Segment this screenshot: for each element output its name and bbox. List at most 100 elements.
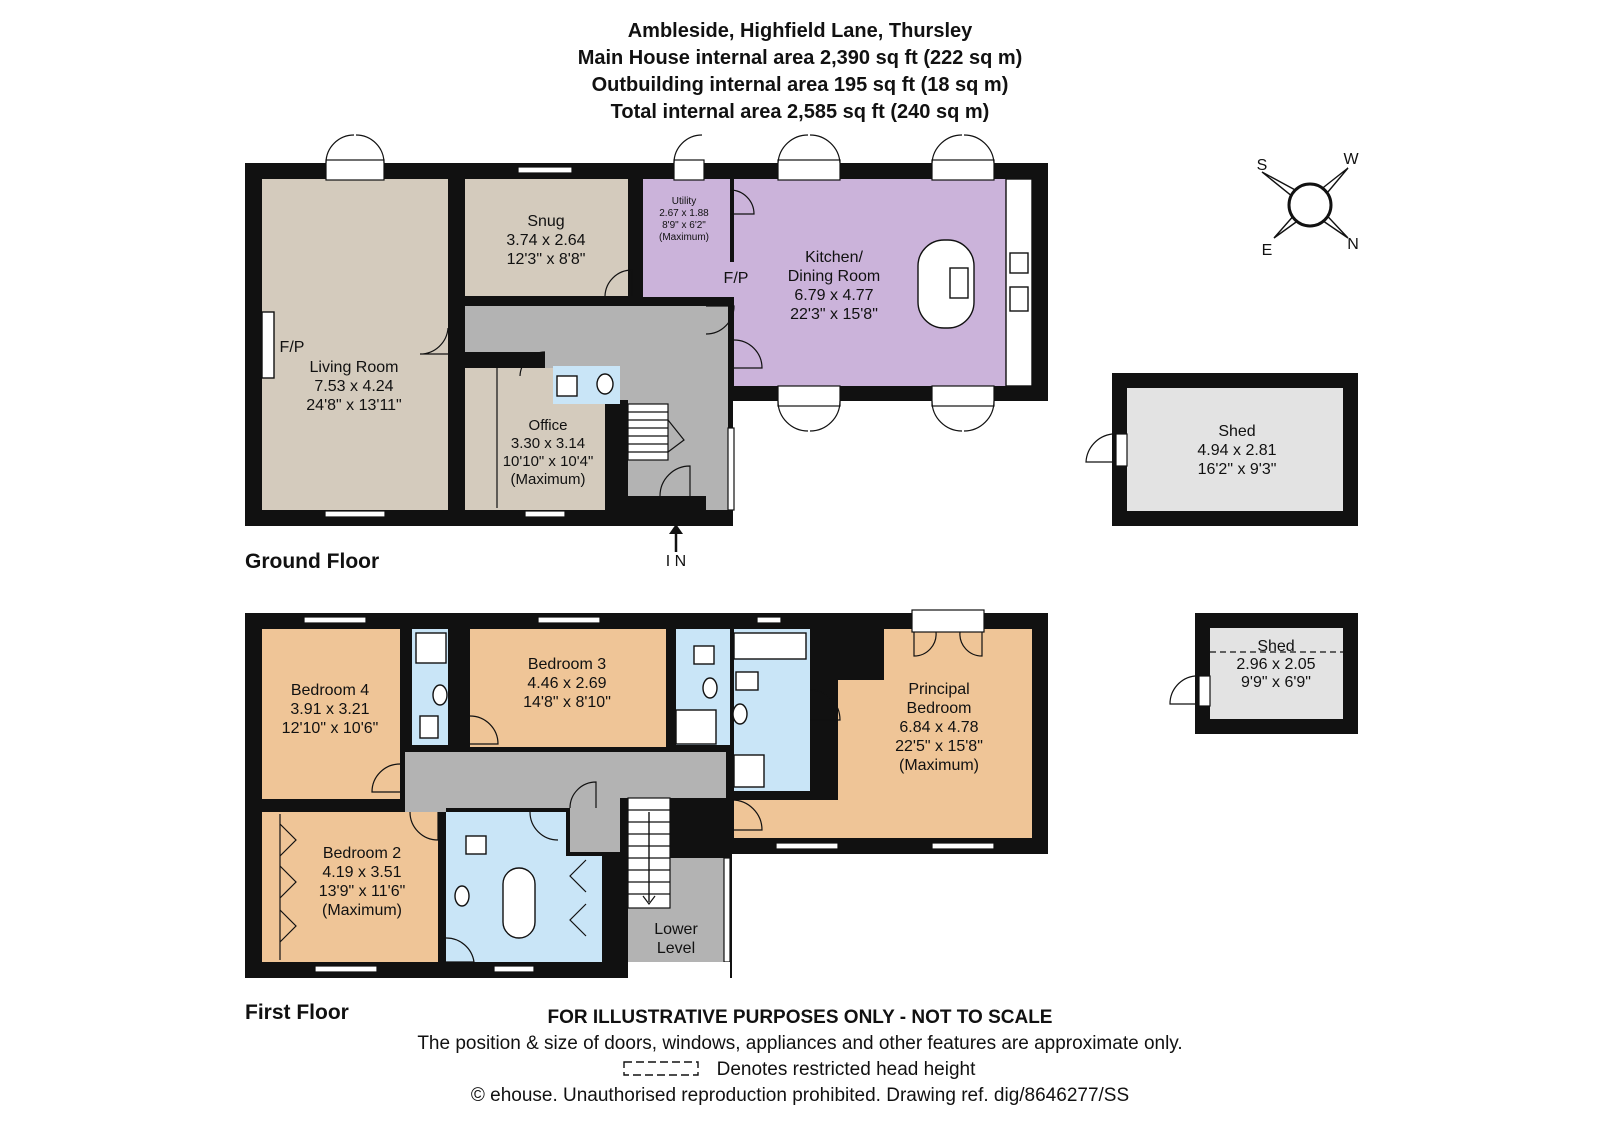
bedroom-4-window bbox=[303, 616, 367, 624]
ensuite-3-shower bbox=[675, 709, 717, 745]
snug-window bbox=[517, 166, 573, 174]
bedroom-2-note: (Maximum) bbox=[322, 902, 402, 919]
kitchen-metric: 6.79 x 4.77 bbox=[794, 287, 873, 304]
shed-large-door-swing bbox=[1085, 433, 1113, 463]
bathtub bbox=[502, 867, 536, 939]
entrance-arrow-icon bbox=[669, 524, 683, 552]
bedroom-2-name: Bedroom 2 bbox=[323, 845, 401, 862]
bathroom-basin bbox=[454, 885, 470, 907]
kitchen-alcove bbox=[643, 262, 734, 297]
principal-basin bbox=[732, 703, 748, 725]
utility-metric: 2.67 x 1.88 bbox=[659, 208, 709, 219]
ground-internal-door-swings bbox=[419, 189, 763, 497]
ensuite-3-toilet bbox=[693, 645, 715, 665]
restricted-head-height-note: Denotes restricted head height bbox=[716, 1059, 976, 1080]
principal-note: (Maximum) bbox=[899, 757, 979, 774]
kitchen-name-2: Dining Room bbox=[788, 268, 880, 285]
kitchen-french-doors-2 bbox=[931, 159, 995, 181]
snug-imperial: 12'3" x 8'8" bbox=[507, 251, 586, 268]
lower-level-line-1: Lower bbox=[654, 921, 698, 938]
shed-large-interior bbox=[1127, 388, 1343, 511]
entrance-label: I N bbox=[666, 553, 686, 570]
compass-n: N bbox=[1347, 236, 1359, 253]
snug-name: Snug bbox=[527, 213, 564, 230]
lower-level-window bbox=[723, 857, 731, 963]
principal-window-2 bbox=[931, 842, 995, 850]
bedroom-3-window bbox=[537, 616, 601, 624]
first-floor-door-swings bbox=[371, 689, 841, 963]
kitchen-name-1: Kitchen/ bbox=[805, 249, 863, 266]
disclaimer: FOR ILLUSTRATIVE PURPOSES ONLY - NOT TO … bbox=[547, 1007, 1053, 1028]
principal-juliet-balcony bbox=[911, 609, 985, 633]
utility bbox=[643, 179, 730, 262]
living-room bbox=[262, 179, 448, 510]
hob bbox=[949, 267, 969, 299]
kitchen-fp-label: F/P bbox=[724, 270, 749, 287]
principal-name-1: Principal bbox=[908, 681, 969, 698]
french-door-swings bbox=[325, 134, 995, 432]
drainer bbox=[1009, 286, 1029, 312]
principal-door-swing bbox=[913, 631, 983, 657]
landing-cupboard bbox=[570, 790, 602, 852]
living-window bbox=[324, 510, 386, 518]
kitchen-french-doors-4 bbox=[931, 385, 995, 407]
kitchen-dining-room bbox=[734, 179, 1032, 386]
utility-door bbox=[673, 159, 705, 181]
principal-window-1 bbox=[775, 842, 839, 850]
first-floor-landing bbox=[405, 752, 726, 852]
principal-toilet bbox=[735, 671, 759, 691]
ground-floor-label: Ground Floor bbox=[245, 550, 380, 573]
office-name: Office bbox=[529, 417, 568, 434]
ground-staircase bbox=[627, 403, 685, 461]
wc-toilet bbox=[556, 375, 578, 397]
hall-side-window bbox=[727, 427, 735, 511]
bedroom-4-imperial: 12'10" x 10'6" bbox=[282, 720, 379, 737]
principal-metric: 6.84 x 4.78 bbox=[899, 719, 978, 736]
shed-small-name: Shed bbox=[1257, 638, 1294, 655]
bedroom-2-window bbox=[314, 965, 378, 973]
bathroom-toilet bbox=[465, 835, 487, 855]
utility-note: (Maximum) bbox=[659, 232, 709, 243]
kitchen-imperial: 22'3" x 15'8" bbox=[790, 306, 878, 323]
principal-imperial: 22'5" x 15'8" bbox=[895, 738, 983, 755]
office-window bbox=[524, 510, 566, 518]
first-floor-staircase bbox=[627, 797, 671, 909]
kitchen-french-doors-1 bbox=[777, 159, 841, 181]
living-fp-label: F/P bbox=[280, 339, 305, 356]
bedroom-3 bbox=[470, 629, 666, 747]
shed-small-metric: 2.96 x 2.05 bbox=[1236, 656, 1315, 673]
compass-rose-icon: S W E N bbox=[1257, 151, 1360, 259]
shed-large-name: Shed bbox=[1218, 423, 1255, 440]
lower-level-void bbox=[628, 962, 730, 978]
cupboard bbox=[628, 354, 658, 400]
snug-metric: 3.74 x 2.64 bbox=[506, 232, 585, 249]
shed-large-metric: 4.94 x 2.81 bbox=[1197, 442, 1276, 459]
bedroom-3-name: Bedroom 3 bbox=[528, 656, 606, 673]
principal-ensuite-window bbox=[756, 616, 782, 624]
main-house-area: Main House internal area 2,390 sq ft (22… bbox=[577, 47, 1023, 69]
kitchen-worktop bbox=[1005, 178, 1033, 387]
restricted-head-height-key-icon bbox=[623, 1061, 699, 1076]
shed-small-plan: Shed 2.96 x 2.05 9'9" x 6'9" bbox=[1169, 613, 1358, 734]
ensuite-4-shower bbox=[415, 632, 447, 664]
ensuite-3-basin bbox=[702, 677, 718, 699]
utility-name: Utility bbox=[672, 196, 696, 207]
shed-large-plan: Shed 4.94 x 2.81 16'2" x 9'3" bbox=[1085, 373, 1358, 526]
approximate-note: The position & size of doors, windows, a… bbox=[417, 1033, 1183, 1054]
bedroom-3-metric: 4.46 x 2.69 bbox=[527, 675, 606, 692]
principal-wardrobe bbox=[813, 649, 853, 771]
first-floor-label: First Floor bbox=[245, 1001, 349, 1024]
bathroom-cupboards bbox=[569, 859, 587, 937]
wc-basin bbox=[596, 373, 614, 395]
kitchen-french-doors-3 bbox=[777, 385, 841, 407]
snug bbox=[465, 179, 628, 296]
shed-small-door-swing bbox=[1169, 675, 1196, 705]
ensuite-4-basin bbox=[432, 684, 448, 706]
living-room-imperial: 24'8" x 13'11" bbox=[306, 397, 401, 414]
office-imperial: 10'10" x 10'4" bbox=[503, 453, 594, 470]
shed-large-door bbox=[1115, 433, 1128, 467]
compass-s: S bbox=[1257, 157, 1268, 174]
ensuite-4-toilet bbox=[419, 715, 439, 739]
bedroom-4-metric: 3.91 x 3.21 bbox=[290, 701, 369, 718]
